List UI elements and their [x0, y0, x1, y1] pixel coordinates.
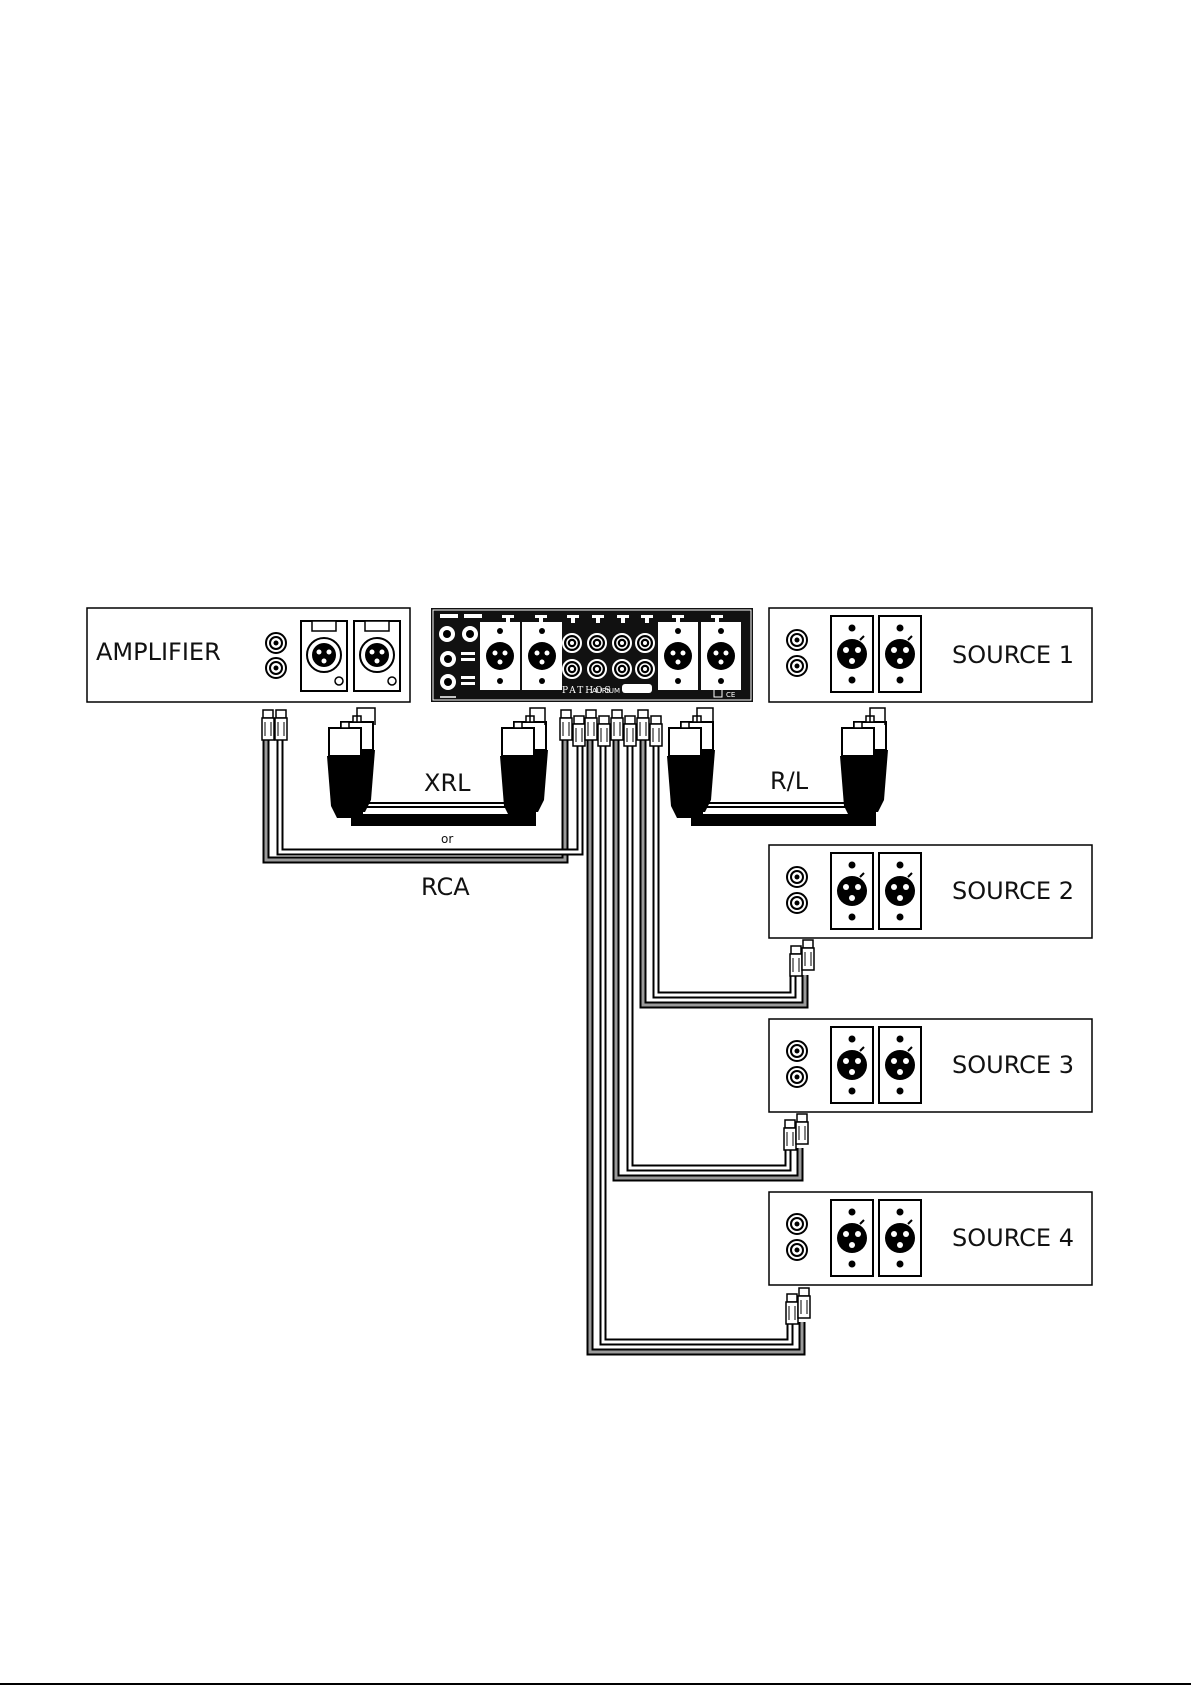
source-4-xlr-socket-l: [879, 1200, 921, 1276]
or-label: or: [441, 832, 453, 846]
source-1-rca-jack-r: [787, 630, 807, 650]
source-4-box: SOURCE 4: [769, 1192, 1092, 1285]
xlr-cable-source-1: R/L: [667, 708, 888, 820]
source-3-box: SOURCE 3: [769, 1019, 1092, 1112]
rca-cable-label: RCA: [421, 873, 470, 901]
rca-plug-preamp-4: [598, 716, 610, 746]
rca-plug-preamp-1: [560, 710, 572, 740]
rca-plug-preamp-8: [650, 716, 662, 746]
rca-plug-source-2-r: [790, 946, 802, 976]
rca-plug-source-3-l: [796, 1114, 808, 1144]
preamp-rca-plug-cluster: [560, 710, 662, 746]
xlr-cable-label: XRL: [424, 769, 471, 797]
xlr-plug-source-1-l: [840, 722, 876, 818]
source-2-xlr-socket-r: [831, 853, 873, 929]
xlr-plug-preamp-out-l: [667, 722, 703, 818]
xlr-plug-amp-l: [327, 722, 363, 818]
rca-plug-amp-l: [275, 710, 287, 740]
source-4-xlr-socket-r: [831, 1200, 873, 1276]
preamp-rear-panel: PATHOS AURIUM CE: [431, 608, 753, 702]
source-2-label: SOURCE 2: [952, 877, 1074, 905]
rca-plug-preamp-7: [637, 710, 649, 740]
amplifier-rca-jack-r: [266, 633, 286, 653]
xlr-plug-preamp-l: [500, 722, 536, 818]
source-3-xlr-socket-r: [831, 1027, 873, 1103]
rca-plug-preamp-6: [624, 716, 636, 746]
source-3-label: SOURCE 3: [952, 1051, 1074, 1079]
amplifier-xlr-socket-l: [354, 621, 400, 691]
rca-plug-source-2-l: [802, 940, 814, 970]
xlr-cable-amplifier: XRL: [327, 708, 548, 820]
rca-plug-source-4-l: [798, 1288, 810, 1318]
amplifier-box: AMPLIFIER: [87, 608, 410, 702]
source-4-rca-jack-l: [787, 1240, 807, 1260]
ce-mark: CE: [726, 691, 735, 699]
source-2-rca-jack-l: [787, 893, 807, 913]
source-1-box: SOURCE 1: [769, 608, 1092, 702]
rca-plug-preamp-2: [573, 716, 585, 746]
rca-plug-preamp-3: [585, 710, 597, 740]
source-2-xlr-socket-l: [879, 853, 921, 929]
source-2-box: SOURCE 2: [769, 845, 1092, 938]
rca-plug-preamp-5: [611, 710, 623, 740]
source-3-xlr-socket-l: [879, 1027, 921, 1103]
source-1-xlr-socket-r: [831, 616, 873, 692]
source-1-label: SOURCE 1: [952, 641, 1074, 669]
rl-cable-label: R/L: [770, 767, 809, 795]
rca-plug-source-4-r: [786, 1294, 798, 1324]
amplifier-rca-jack-l: [266, 658, 286, 678]
source-1-xlr-socket-l: [879, 616, 921, 692]
rca-plug-source-3-r: [784, 1120, 796, 1150]
source-3-rca-jack-l: [787, 1067, 807, 1087]
source-3-rca-jack-r: [787, 1041, 807, 1061]
source-4-rca-jack-r: [787, 1214, 807, 1234]
rca-plug-amp-r: [262, 710, 274, 740]
preamp-model: AURIUM: [592, 687, 620, 695]
amplifier-label: AMPLIFIER: [96, 638, 221, 666]
source-2-rca-jack-r: [787, 867, 807, 887]
source-1-rca-jack-l: [787, 656, 807, 676]
source-4-label: SOURCE 4: [952, 1224, 1074, 1252]
amplifier-xlr-socket-r: [301, 621, 347, 691]
